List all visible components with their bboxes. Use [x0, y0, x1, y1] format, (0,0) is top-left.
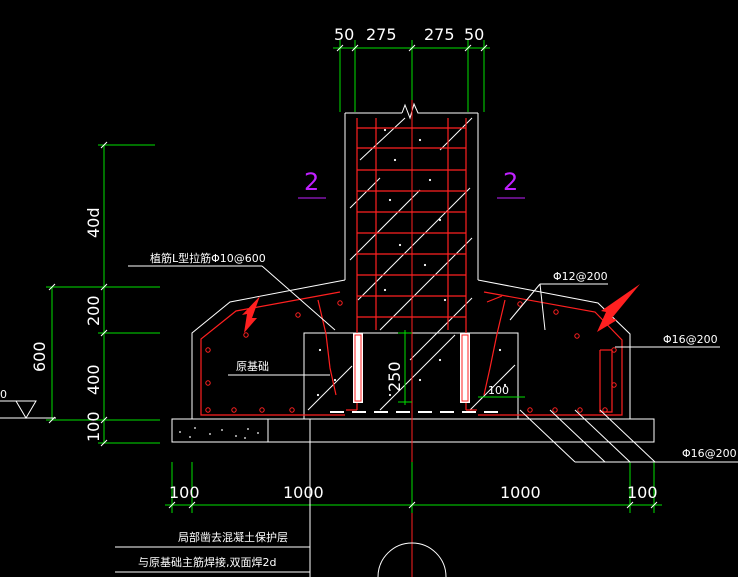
left-dimension-group: 40d 200 400 100 600 0 — [0, 141, 160, 447]
bottom-dim-100-right: 100 — [627, 483, 658, 502]
lean-pad-speckle — [179, 427, 259, 439]
bottom-dim-100-left: 100 — [169, 483, 200, 502]
section-mark-right: 2 — [503, 168, 518, 196]
arrow-right — [597, 284, 640, 332]
top-dimension-group: 50 275 275 50 — [333, 25, 490, 112]
bottom-dim-1000-right: 1000 — [500, 483, 541, 502]
label-phi16-bottom: Φ16@200 — [682, 447, 737, 460]
label-original-base: 原基础 — [236, 360, 269, 373]
label-plant-bar: 植筋L型拉筋Φ10@600 — [150, 251, 266, 265]
label-phi12: Φ12@200 — [553, 270, 608, 283]
label-phi16-top: Φ16@200 — [663, 333, 718, 346]
left-dim-600: 600 — [30, 341, 49, 372]
top-dim-275-right: 275 — [424, 25, 455, 44]
section-marks: 2 2 — [298, 168, 525, 199]
note-weld: 与原基础主筋焊接,双面焊2d — [138, 555, 276, 569]
rebar-dots — [205, 300, 617, 413]
section-mark-left: 2 — [304, 168, 319, 196]
arrow-left — [242, 296, 260, 333]
bottom-dimension-group: 100 1000 1000 100 — [165, 462, 662, 513]
inner-dims: 250 100 — [385, 330, 525, 405]
bottom-dim-1000-left: 1000 — [283, 483, 324, 502]
dim-100-inner: 100 — [488, 384, 509, 397]
concrete-speckle — [316, 128, 507, 397]
top-dim-275-left: 275 — [366, 25, 397, 44]
top-dim-50-right: 50 — [464, 25, 484, 44]
red-arrows — [242, 284, 640, 333]
left-dim-100: 100 — [84, 411, 103, 442]
enlargement-rebar — [200, 291, 623, 416]
elevation-0: 0 — [0, 388, 7, 401]
concrete-outline — [171, 102, 655, 443]
left-dim-400: 400 — [84, 364, 103, 395]
annotations: 植筋L型拉筋Φ10@600 原基础 Φ12@200 Φ16@200 Φ16@20… — [115, 251, 738, 577]
column-hatch — [307, 117, 516, 411]
top-dim-50-left: 50 — [334, 25, 354, 44]
note-remove-cover: 局部凿去混凝土保护层 — [178, 530, 288, 544]
dim-250: 250 — [385, 361, 404, 392]
left-dim-40d: 40d — [84, 207, 103, 238]
left-dim-200: 200 — [84, 295, 103, 326]
planted-anchors — [353, 333, 470, 403]
